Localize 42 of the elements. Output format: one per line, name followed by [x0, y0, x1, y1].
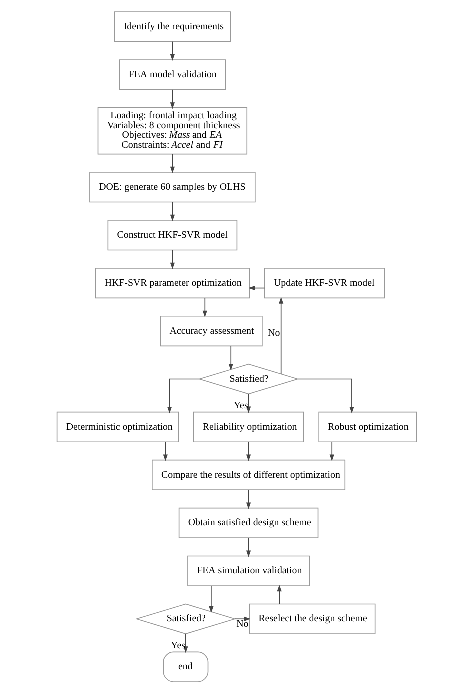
arrow	[298, 378, 354, 414]
arrow	[163, 442, 168, 462]
node-box: Reselect the design scheme	[249, 604, 376, 634]
arrow	[170, 41, 176, 62]
arrow	[167, 378, 200, 414]
node-box: Identify the requirements	[114, 12, 231, 42]
edge-label: Yes	[234, 400, 248, 412]
node-box: Loading: frontal impact loading Variables: 8 component thickness Objectives: Mass and EA Constraints: Accel and FI	[98, 108, 248, 155]
arrow	[248, 286, 266, 291]
edge-label: No	[268, 328, 280, 339]
arrow	[246, 394, 252, 414]
arrow	[170, 202, 176, 222]
node-box: FEA model validation	[119, 60, 226, 90]
arrow	[330, 442, 334, 462]
edge-label: Yes	[171, 640, 186, 652]
node-box: Reliability optimization	[193, 412, 304, 443]
arrow	[170, 250, 176, 270]
arrow	[209, 586, 214, 614]
node-box: Robust optimization	[318, 412, 418, 443]
arrow	[246, 490, 252, 510]
arrow	[202, 298, 208, 318]
node-box: Compare the results of different optimization	[152, 460, 346, 490]
arrow	[170, 90, 176, 110]
node-box: DOE: generate 60 samples by OLHS	[90, 172, 256, 203]
arrow	[228, 346, 234, 371]
node-box: Deterministic optimization	[56, 412, 180, 443]
arrow	[277, 584, 282, 605]
node-box: Update HKF-SVR model	[264, 268, 386, 299]
node-box: end	[163, 652, 209, 682]
node-box: FEA simulation validation	[188, 556, 310, 586]
node-diamond: Satisfied?	[135, 604, 236, 634]
arrow	[170, 154, 176, 174]
node-box: HKF-SVR parameter optimization	[95, 268, 250, 299]
arrow	[184, 634, 188, 654]
arrow	[279, 297, 284, 374]
node-box: Obtain satisfied design scheme	[178, 508, 319, 538]
arrow	[246, 442, 252, 462]
arrow	[234, 616, 251, 622]
node-box: Construct HKF-SVR model	[108, 220, 238, 251]
edge-label: No	[236, 619, 249, 630]
arrow	[246, 538, 252, 558]
node-box: Accuracy assessment	[160, 316, 263, 347]
